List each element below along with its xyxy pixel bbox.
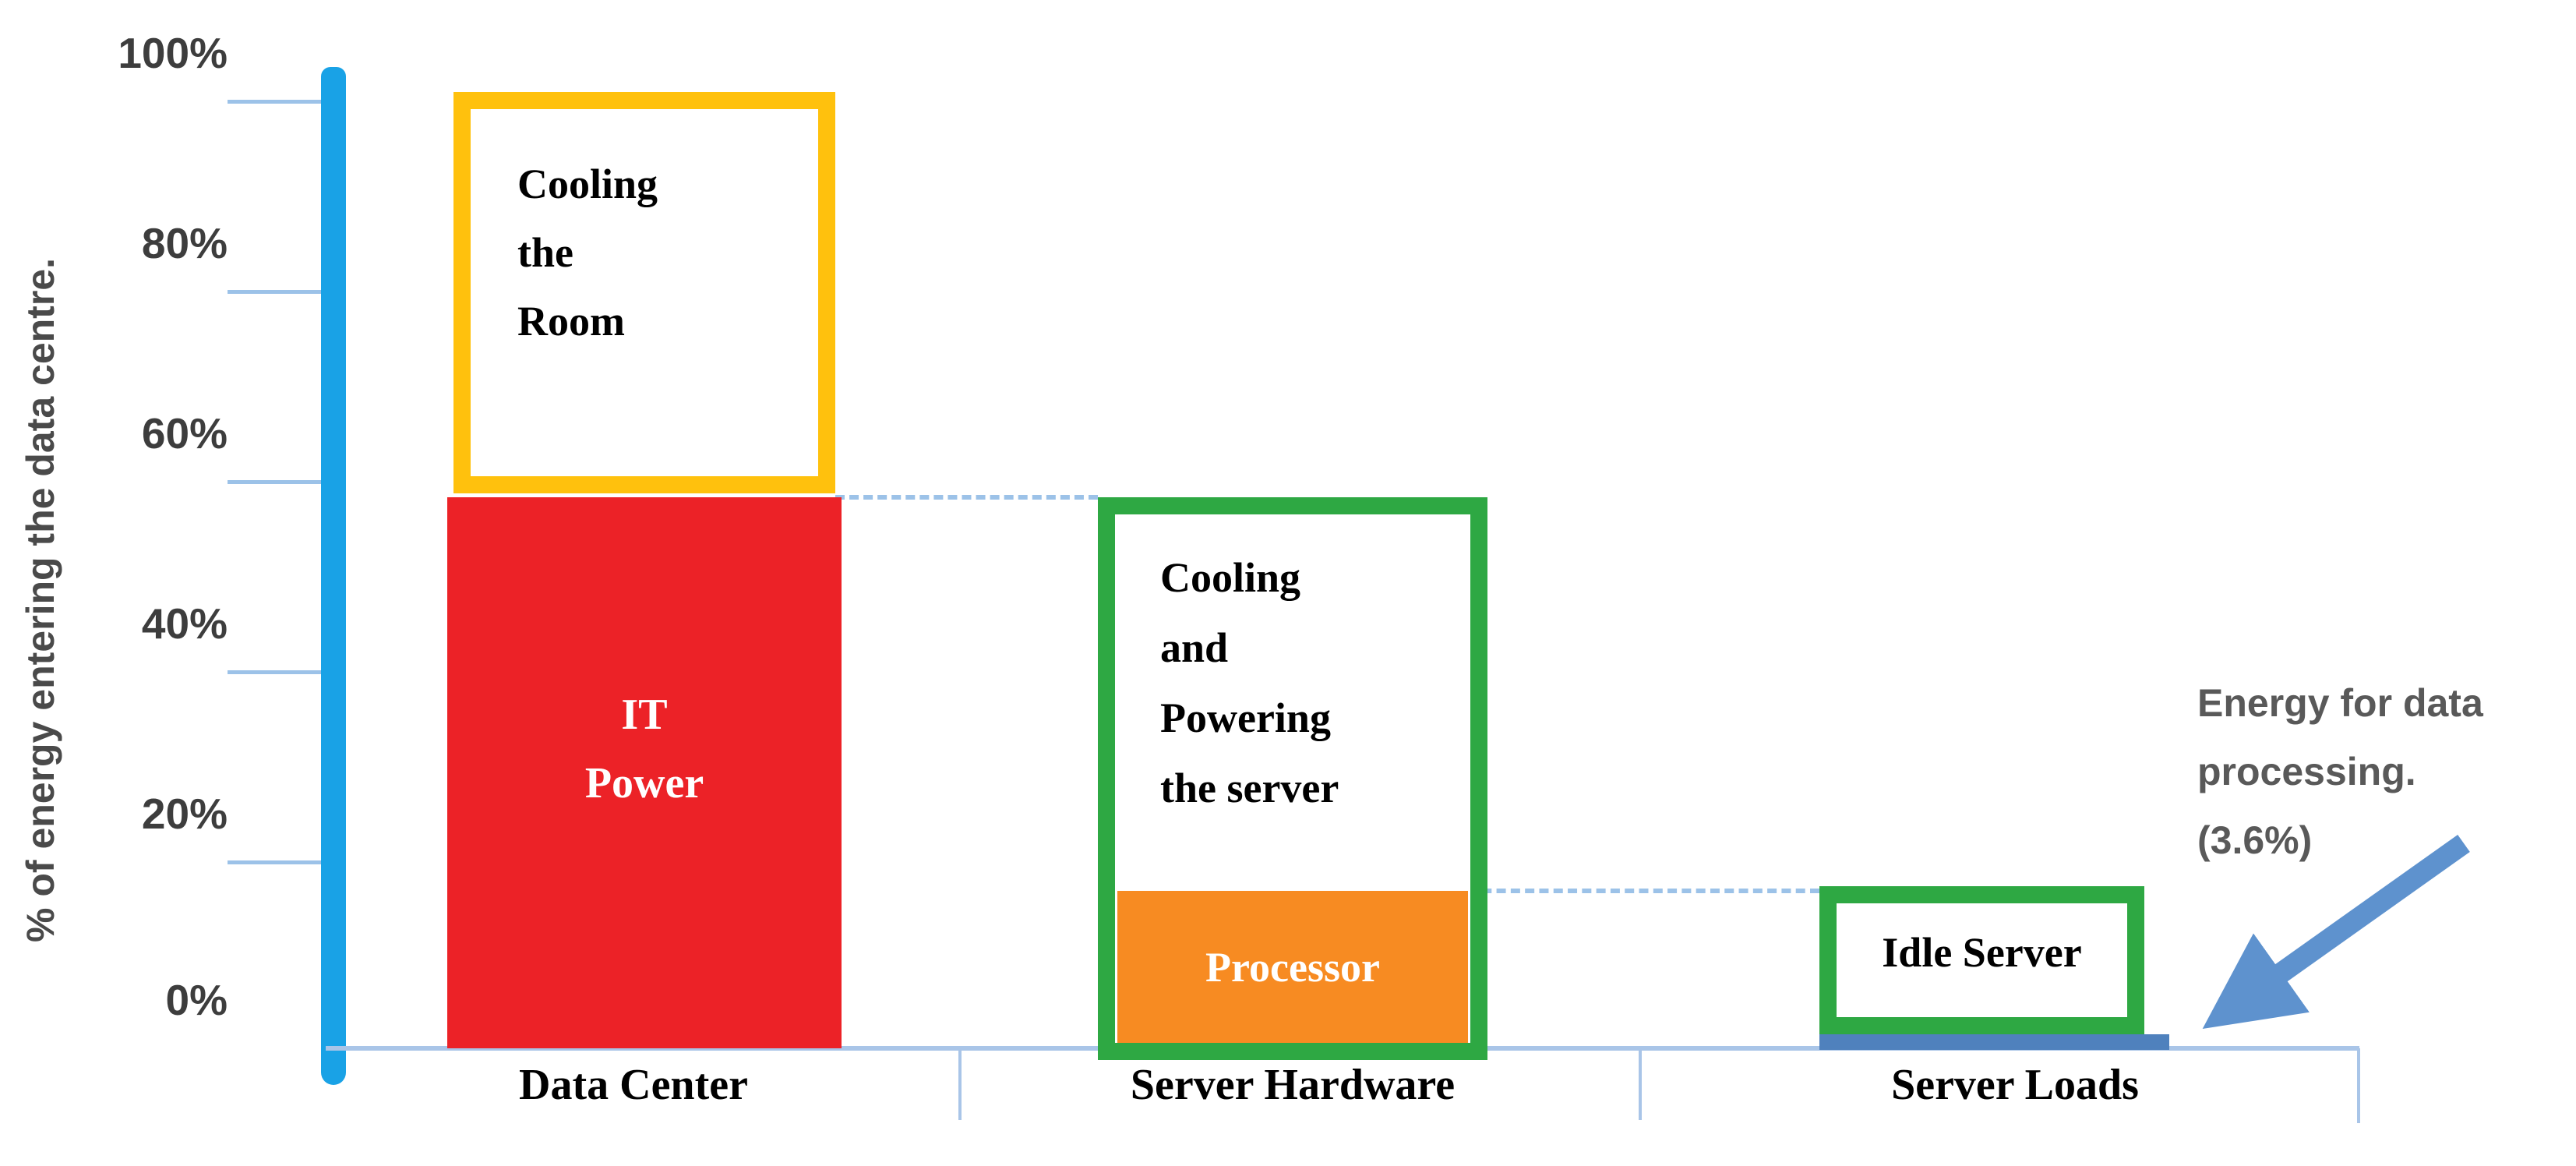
x-category-label-server-hardware: Server Hardware (1130, 1061, 1456, 1109)
axis-end-tick (2357, 1048, 2360, 1123)
bar-label-it-power: IT Power (584, 691, 704, 808)
y-tick-label-40: 40% (141, 599, 228, 648)
bar-data-processing-energy (1819, 1034, 2169, 1051)
y-tick-line (228, 670, 324, 674)
x-category-label-server-loads: Server Loads (1891, 1061, 2139, 1109)
box-label-cooling-the-room: Cooling the Room (517, 160, 658, 344)
y-tick-label-100: 100% (118, 29, 228, 77)
y-tick-label-20: 20% (141, 790, 228, 838)
y-tick-label-0: 0% (165, 976, 228, 1024)
category-separator-tick (958, 1048, 962, 1120)
dashed-connector-processor-to-idle-server (1468, 889, 1819, 894)
box-cooling-the-room: Cooling the Room (453, 91, 835, 493)
dashed-connector-it-power-to-server-hardware (835, 494, 1098, 500)
y-tick-label-60: 60% (141, 409, 228, 458)
annotation-energy-for-data-processing: Energy for data processing. (3.6%) (2197, 681, 2483, 862)
bar-it-power: IT Power (447, 496, 842, 1048)
y-axis-line (321, 67, 346, 1085)
box-label-cooling-powering-server: Cooling and Powering the server (1160, 553, 1339, 811)
y-tick-line (228, 290, 324, 294)
y-tick-line (228, 480, 324, 484)
x-category-label-data-center: Data Center (519, 1061, 748, 1109)
y-tick-label-80: 80% (141, 219, 228, 267)
bar-label-processor: Processor (1205, 943, 1380, 991)
y-tick-line (228, 100, 324, 104)
annotation-arrow (2202, 834, 2470, 1029)
category-separator-tick (1639, 1048, 1642, 1120)
y-tick-line (228, 860, 324, 864)
box-label-idle-server: Idle Server (1882, 929, 2082, 977)
bar-processor: Processor (1117, 891, 1468, 1044)
box-idle-server: Idle Server (1819, 886, 2144, 1035)
